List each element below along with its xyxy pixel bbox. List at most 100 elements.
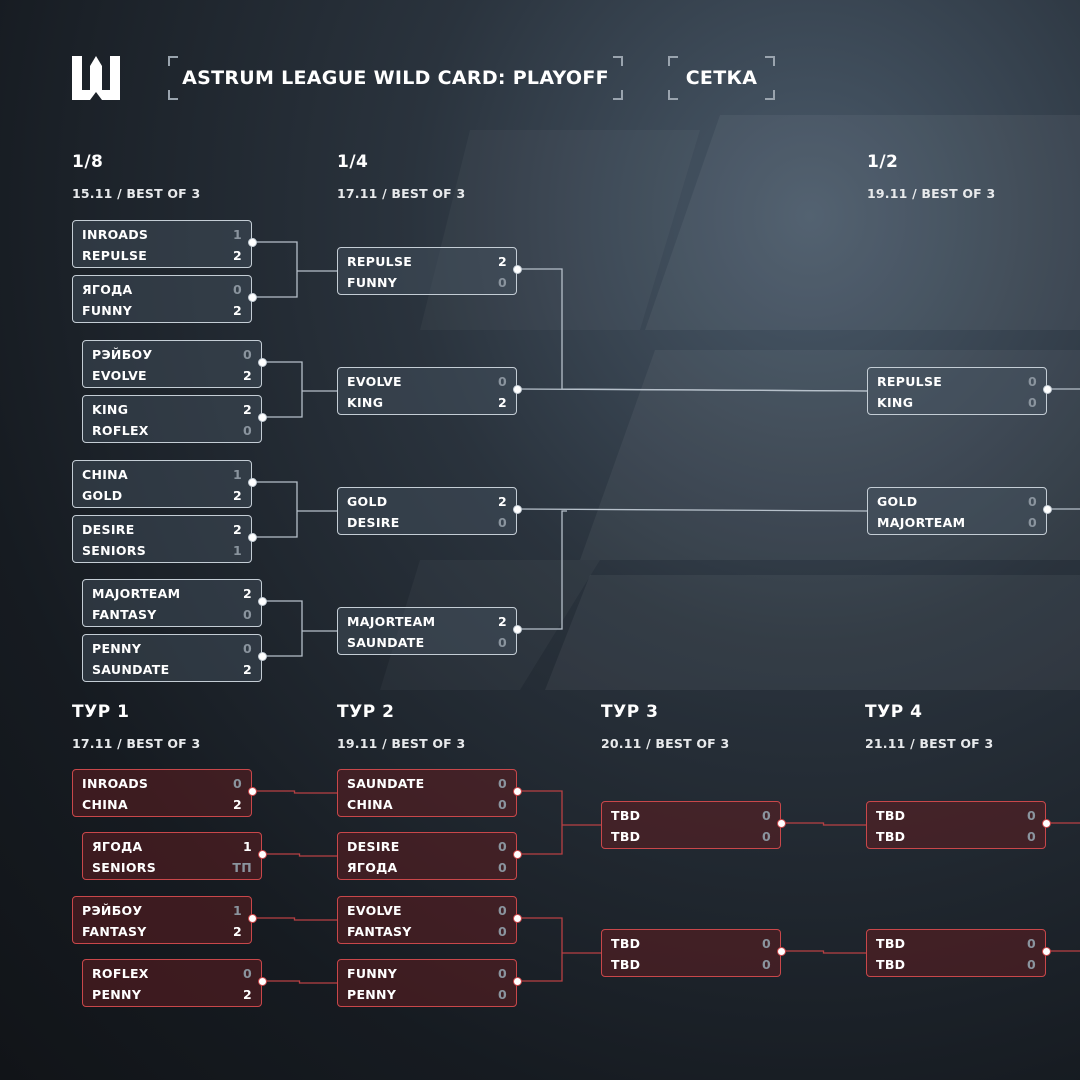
team-name: EVOLVE	[347, 373, 402, 389]
connector-dot	[513, 625, 522, 634]
team-score: 2	[243, 367, 252, 383]
team-score: 2	[233, 302, 242, 318]
team-name: REPULSE	[82, 247, 148, 263]
team-name: EVOLVE	[92, 367, 147, 383]
team-name: PENNY	[92, 640, 142, 656]
lower-round-date: 19.11 / BEST OF 3	[337, 736, 466, 751]
team-score: 0	[1027, 956, 1036, 972]
team-score: 0	[1028, 514, 1037, 530]
team-score: 2	[233, 521, 242, 537]
team-name: SAUNDATE	[92, 661, 170, 677]
team-score: 0	[1028, 394, 1037, 410]
team-name: PENNY	[347, 986, 397, 1002]
team-score: 0	[762, 956, 771, 972]
team-name: DESIRE	[347, 838, 400, 854]
team-score: 2	[233, 923, 242, 939]
team-score: 0	[1027, 807, 1036, 823]
bracket-line	[517, 268, 868, 392]
team-name: MAJORTEAM	[877, 514, 966, 530]
team-name: SENIORS	[82, 542, 147, 558]
team-score: 0	[498, 838, 507, 854]
bracket-line	[262, 853, 337, 857]
team-name: FUNNY	[82, 302, 133, 318]
lower-round-date: 21.11 / BEST OF 3	[865, 736, 994, 751]
upper-round-label: 1/2	[867, 152, 899, 172]
bracket-line	[781, 950, 866, 954]
team-name: ROFLEX	[92, 422, 149, 438]
connector-dot	[258, 850, 267, 859]
team-name: REPULSE	[877, 373, 943, 389]
team-score: 1	[233, 542, 242, 558]
bracket-line	[516, 388, 868, 392]
connector-dot	[258, 977, 267, 986]
connector-dot	[513, 977, 522, 986]
connector-dot	[1043, 385, 1052, 394]
team-score: 1	[233, 226, 242, 242]
team-row: PENNY 0	[92, 638, 252, 658]
page-title-text: ASTRUM LEAGUE WILD CARD: PLAYOFF	[182, 67, 609, 89]
team-name: TBD	[611, 828, 641, 844]
team-name: KING	[877, 394, 914, 410]
team-score: 0	[498, 634, 507, 650]
team-row: FUNNY 2	[82, 300, 242, 320]
connector-dot	[258, 413, 267, 422]
connector-dot	[248, 238, 257, 247]
tab-bracket[interactable]: СЕТКА	[668, 56, 775, 100]
team-score: 2	[243, 585, 252, 601]
connector-dot	[248, 478, 257, 487]
bracket-line	[262, 361, 303, 418]
team-score: 0	[243, 640, 252, 656]
connector-dot	[1042, 947, 1051, 956]
bracket-line	[781, 822, 866, 826]
team-name: TBD	[876, 828, 906, 844]
team-name: РЭЙБОУ	[82, 902, 143, 918]
team-name: KING	[92, 401, 129, 417]
team-name: REPULSE	[347, 253, 413, 269]
connector-dot	[1042, 819, 1051, 828]
